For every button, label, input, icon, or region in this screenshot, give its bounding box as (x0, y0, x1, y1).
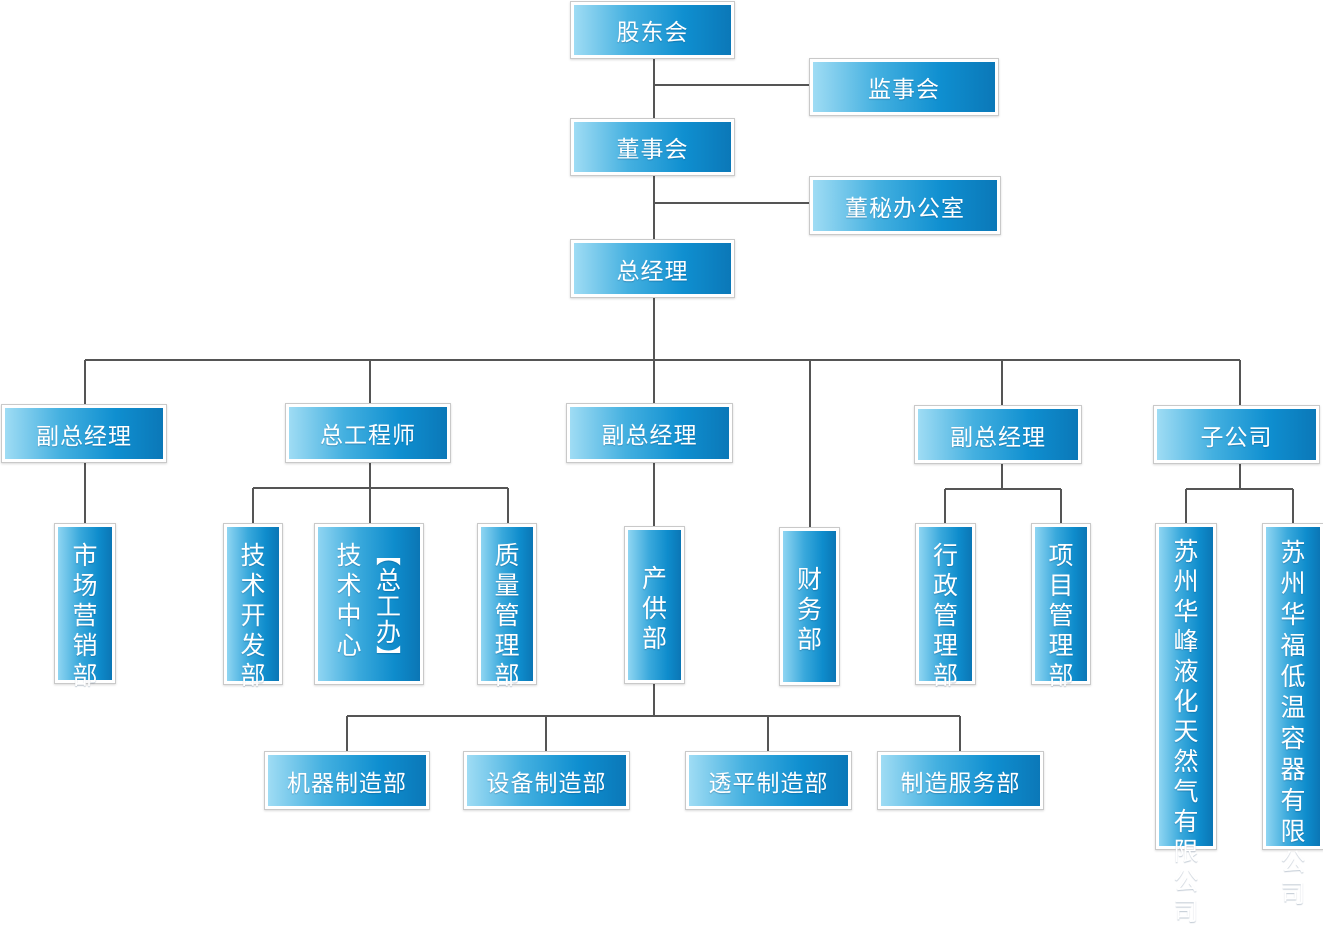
node-finance-dept: 财务部 (779, 527, 840, 686)
node-general-manager: 总经理 (570, 239, 735, 298)
node-marketing-dept: 市场营销部 (54, 523, 116, 684)
node-sub-company-2: 苏州华福低温容器有限公司 (1262, 523, 1323, 850)
node-chief-engineer: 总工程师 (285, 403, 451, 463)
admin-dept-label: 行政管理部 (933, 541, 958, 691)
tech-dev-dept-label: 技术开发部 (241, 541, 266, 691)
tech-center-label: 技术中心 (337, 541, 362, 661)
node-subsidiaries: 子公司 (1153, 405, 1320, 464)
quality-dept-label: 质量管理部 (495, 541, 520, 691)
node-deputy-gm-3: 副总经理 (914, 405, 1082, 464)
marketing-dept-label: 市场营销部 (73, 541, 98, 691)
node-turbo-mfg-dept: 透平制造部 (685, 751, 852, 810)
node-board-secretary-office: 董秘办公室 (809, 176, 1001, 235)
node-sub-company-1: 苏州华峰液化天然气有限公司 (1155, 523, 1217, 850)
node-project-dept: 项目管理部 (1031, 523, 1091, 685)
node-board: 董事会 (570, 118, 735, 176)
node-admin-dept: 行政管理部 (915, 523, 976, 685)
node-shareholders: 股东会 (570, 1, 735, 59)
sub-company-2-label: 苏州华福低温容器有限公司 (1281, 537, 1306, 909)
node-production-supply-dept: 产供部 (624, 526, 685, 684)
node-equipment-mfg-dept: 设备制造部 (463, 751, 630, 810)
project-dept-label: 项目管理部 (1049, 541, 1074, 691)
node-quality-dept: 质量管理部 (477, 523, 537, 685)
node-machine-mfg-dept: 机器制造部 (264, 751, 430, 810)
production-supply-dept-label: 产供部 (642, 564, 667, 654)
finance-dept-label: 财务部 (797, 565, 822, 655)
tech-center-note: 【总工办】 (372, 541, 402, 671)
node-tech-dev-dept: 技术开发部 (223, 523, 283, 685)
node-deputy-gm-1: 副总经理 (1, 404, 167, 463)
node-tech-center: 技术中心 【总工办】 (314, 523, 424, 685)
sub-company-1-label: 苏州华峰液化天然气有限公司 (1174, 537, 1199, 927)
node-deputy-gm-2: 副总经理 (566, 403, 733, 463)
node-mfg-service-dept: 制造服务部 (877, 751, 1044, 810)
node-supervisors: 监事会 (809, 58, 999, 116)
